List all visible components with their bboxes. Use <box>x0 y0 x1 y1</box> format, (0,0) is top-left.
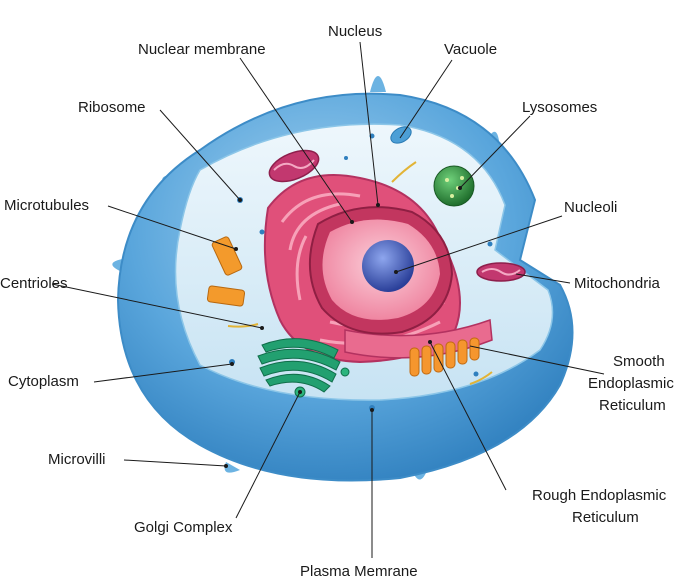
label-rough-er-line2: Reticulum <box>572 509 639 526</box>
label-mitochondria: Mitochondria <box>574 275 661 292</box>
centrioles <box>206 236 246 307</box>
label-nuclear-membrane: Nuclear membrane <box>138 41 266 58</box>
golgi-complex <box>257 338 350 398</box>
label-smooth-er-line3: Reticulum <box>599 397 666 414</box>
label-rough-er-line1: Rough Endoplasmic <box>532 487 667 504</box>
mitochondria <box>268 149 526 282</box>
label-ribosome: Ribosome <box>78 99 146 116</box>
label-centrioles: Centrioles <box>0 275 68 292</box>
label-smooth-er-line2: Endoplasmic <box>588 375 674 392</box>
label-nucleoli: Nucleoli <box>564 199 617 216</box>
cytoskeleton-filaments <box>227 161 493 385</box>
labels: Nucleus Nuclear membrane Vacuole Ribosom… <box>0 23 674 580</box>
label-microtubules: Microtubules <box>4 197 89 214</box>
label-nucleus: Nucleus <box>328 23 382 40</box>
vacuole <box>390 126 412 144</box>
lysosome <box>433 165 475 207</box>
label-smooth-er-line1: Smooth <box>613 353 665 370</box>
label-lysosomes: Lysosomes <box>522 99 597 116</box>
label-vacuole: Vacuole <box>444 41 497 58</box>
label-cytoplasm: Cytoplasm <box>8 373 79 390</box>
nucleolus <box>362 240 414 292</box>
label-golgi-complex: Golgi Complex <box>134 519 233 536</box>
leader-lines <box>51 41 605 558</box>
nucleus <box>309 206 454 335</box>
label-microvilli: Microvilli <box>48 451 106 468</box>
label-plasma-membrane: Plasma Memrane <box>300 563 418 580</box>
